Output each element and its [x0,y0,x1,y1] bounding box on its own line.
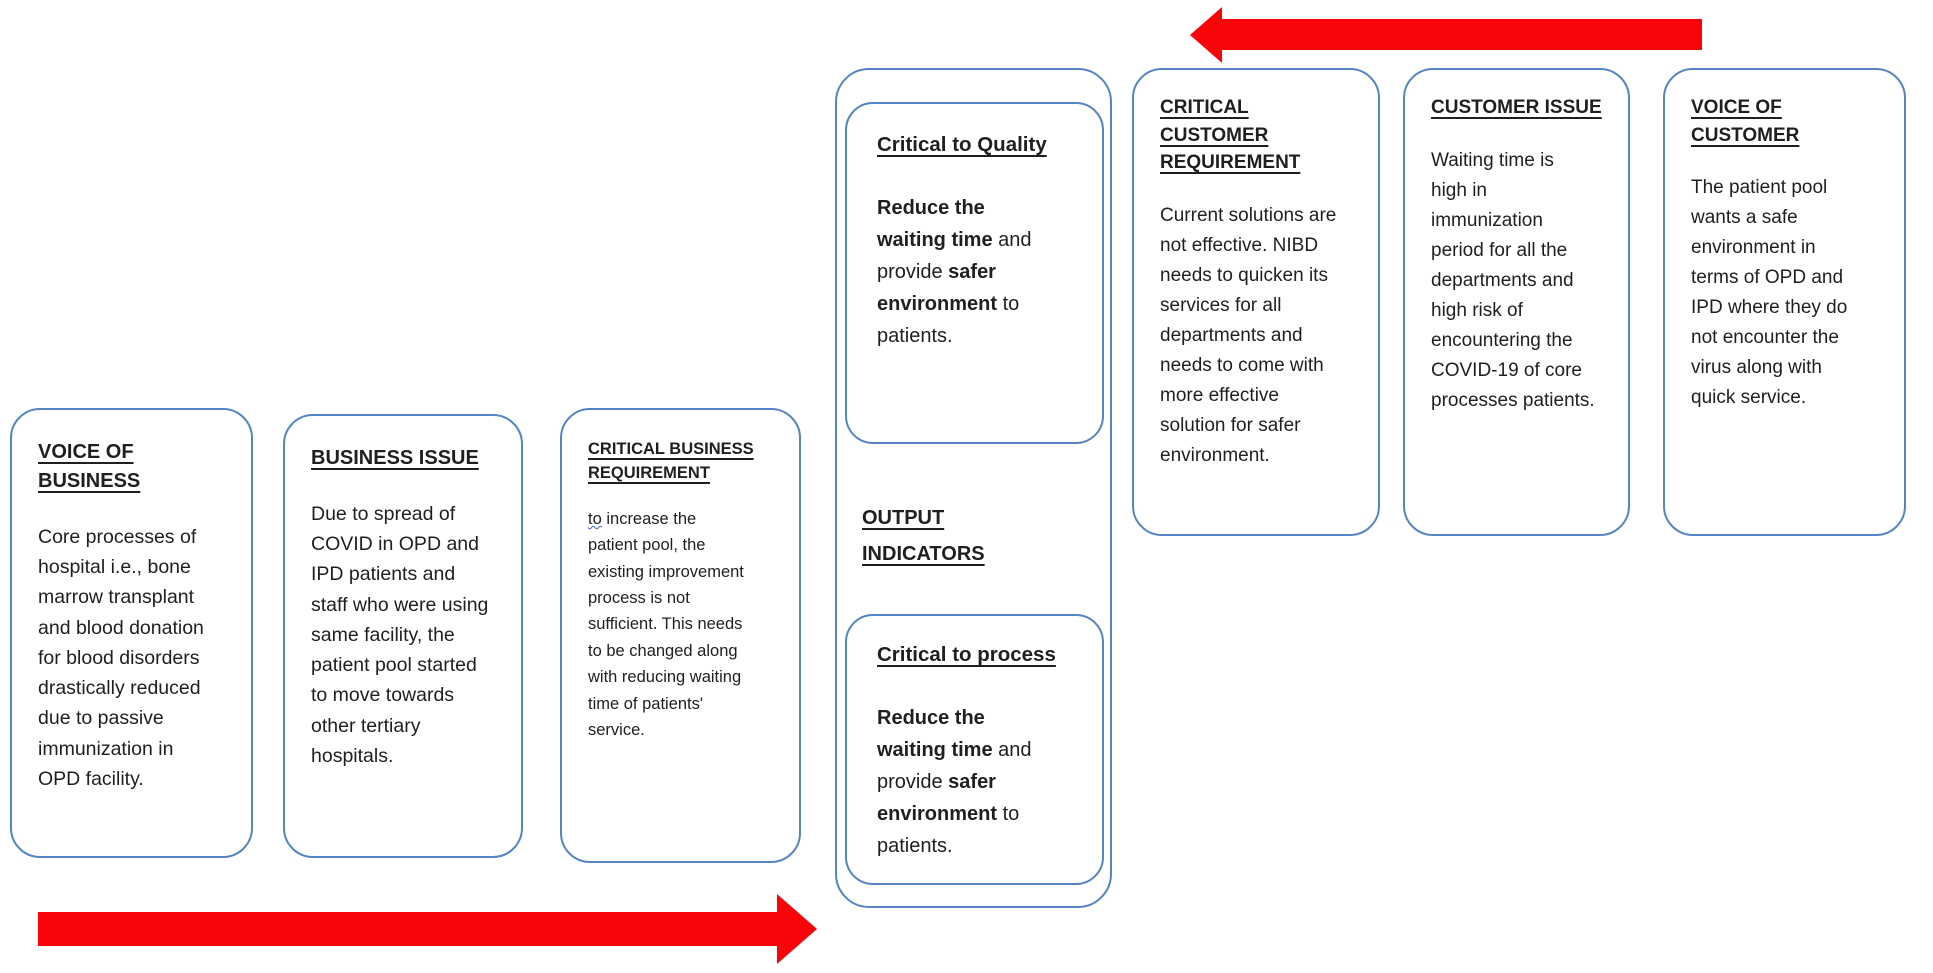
arrow-head [1190,7,1222,63]
arrow-shaft [1220,19,1702,50]
body-segment: safer environment [877,770,998,825]
card-title: CUSTOMER ISSUE [1431,97,1602,118]
output-indicators-label: OUTPUT INDICATORS [862,507,985,565]
body-segment: Reduce the waiting time [877,196,993,251]
output-indicators-container: Critical to Quality Reduce the waiting t… [835,68,1112,908]
customer-issue-card: CUSTOMER ISSUE Waiting time is high in i… [1403,68,1630,536]
body-segment: to patients. [877,292,1020,347]
critical-to-quality-card: Critical to Quality Reduce the waiting t… [845,102,1104,444]
grammar-flagged-word: to [588,509,602,528]
card-body: Reduce the waiting time and provide safe… [877,192,1053,352]
card-body-text: increase the patient pool, the existing … [588,509,744,739]
critical-to-process-card: Critical to process Reduce the waiting t… [845,614,1104,885]
flow-arrow-right-icon [38,894,817,964]
body-segment: to patients. [877,802,1020,857]
card-body: Reduce the waiting time and provide safe… [877,702,1053,862]
body-segment: and provide [877,228,1032,283]
card-body: Due to spread of COVID in OPD and IPD pa… [311,503,489,767]
card-body: The patient pool wants a safe environmen… [1691,177,1848,409]
card-body: to increase the patient pool, the existi… [588,506,750,744]
critical-business-requirement-card: CRITICAL BUSINESS REQUIREMENT to increas… [560,408,801,863]
body-segment: safer environment [877,260,998,315]
critical-customer-requirement-card: CRITICAL CUSTOMER REQUIREMENT Current so… [1132,68,1380,536]
body-segment: and provide [877,738,1032,793]
card-title: CRITICAL CUSTOMER REQUIREMENT [1160,97,1301,174]
card-body: Current solutions are not effective. NIB… [1160,204,1337,466]
card-body: Core processes of hospital i.e., bone ma… [38,526,204,790]
card-title: VOICE OF CUSTOMER [1691,97,1800,146]
card-title: Critical to Quality [877,133,1047,156]
voice-of-customer-card: VOICE OF CUSTOMER The patient pool wants… [1663,68,1906,536]
business-issue-card: BUSINESS ISSUE Due to spread of COVID in… [283,414,523,858]
arrow-shaft [38,912,777,946]
card-title: BUSINESS ISSUE [311,447,479,469]
card-title: CRITICAL BUSINESS REQUIREMENT [588,440,754,482]
card-title: Critical to process [877,643,1056,666]
flow-arrow-left-icon [1190,7,1702,63]
arrow-head [777,894,817,964]
body-segment: Reduce the waiting time [877,706,993,761]
voice-of-business-card: VOICE OF BUSINESS Core processes of hosp… [10,408,253,858]
card-body: Waiting time is high in immunization per… [1431,149,1595,411]
card-title: VOICE OF BUSINESS [38,441,141,492]
